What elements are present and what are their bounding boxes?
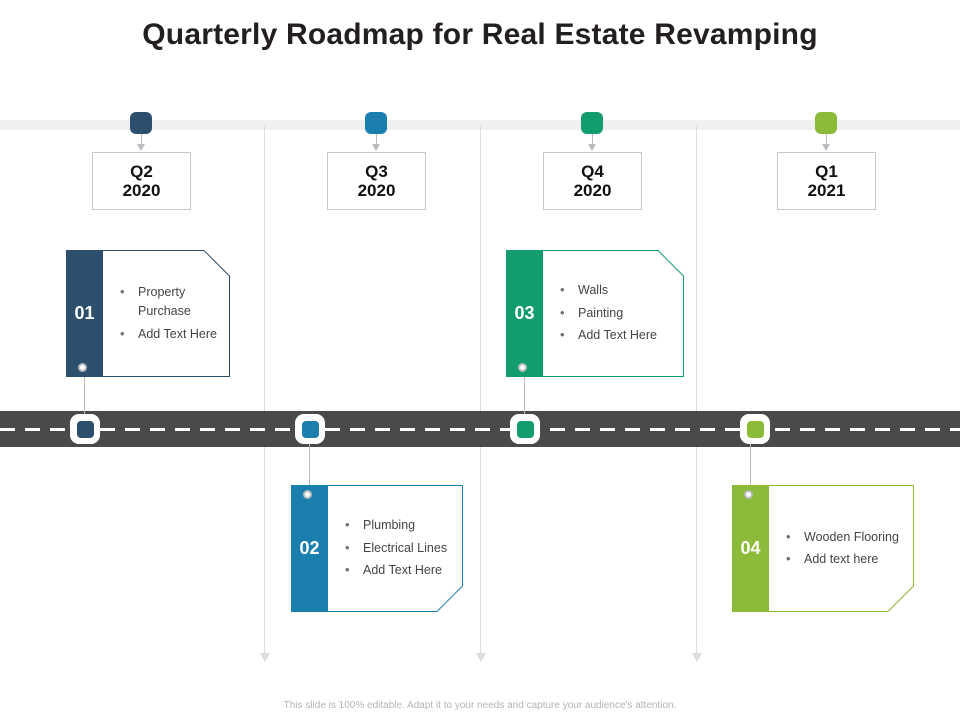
card-connector-dot-04: [744, 490, 753, 499]
quarter-arrow-line-1: [141, 134, 142, 146]
list-item: Property Purchase: [116, 282, 220, 322]
quarter-marker-q1-2021[interactable]: [815, 112, 837, 134]
card-number-label: 02: [299, 538, 320, 558]
list-item: Add text here: [782, 549, 904, 570]
quarter-arrow-line-2: [376, 134, 377, 146]
quarter-year-label: 2021: [807, 181, 846, 200]
quarter-year-label: 2020: [122, 181, 161, 200]
card-bullet-list-03: WallsPaintingAdd Text Here: [556, 250, 674, 377]
milestone-card-02[interactable]: 02 PlumbingElectrical LinesAdd Text Here: [291, 485, 463, 612]
road-node-swatch-icon: [76, 420, 94, 438]
card-number-bar-01: 01: [66, 250, 103, 377]
card-number-label: 01: [74, 303, 95, 323]
top-grey-band: [0, 120, 960, 130]
milestone-card-04[interactable]: 04 Wooden FlooringAdd text here: [732, 485, 914, 612]
quarter-arrow-head-2: [372, 144, 380, 151]
page-title: Quarterly Roadmap for Real Estate Revamp…: [142, 18, 818, 51]
divider-arrow-2: [476, 653, 486, 662]
divider-line-2: [480, 126, 481, 653]
quarter-arrow-line-3: [592, 134, 593, 146]
divider-line-1: [264, 126, 265, 653]
quarter-arrow-head-3: [588, 144, 596, 151]
road-center-dashes: [0, 428, 960, 431]
list-item: Plumbing: [341, 515, 453, 536]
card-number-bar-02: 02: [291, 485, 328, 612]
quarter-arrow-head-1: [137, 144, 145, 151]
card-connector-line-01: [84, 371, 85, 415]
quarter-arrow-head-4: [822, 144, 830, 151]
road-node-swatch-icon: [746, 420, 764, 438]
quarter-year-label: 2020: [573, 181, 612, 200]
list-item: Add Text Here: [341, 560, 453, 581]
footer-note: This slide is 100% editable. Adapt it to…: [283, 700, 677, 711]
list-item: Add Text Here: [556, 325, 674, 346]
road-node-3[interactable]: [510, 414, 540, 444]
list-item: Wooden Flooring: [782, 527, 904, 548]
divider-arrow-3: [692, 653, 702, 662]
quarter-marker-q2-2020[interactable]: [130, 112, 152, 134]
card-bullet-list-04: Wooden FlooringAdd text here: [782, 485, 904, 612]
divider-arrow-1: [260, 653, 270, 662]
list-item: Add Text Here: [116, 324, 220, 345]
road-node-4[interactable]: [740, 414, 770, 444]
card-bullet-list-02: PlumbingElectrical LinesAdd Text Here: [341, 485, 453, 612]
card-connector-dot-02: [303, 490, 312, 499]
quarter-label: Q4: [581, 161, 604, 181]
card-connector-line-03: [524, 371, 525, 415]
divider-line-3: [696, 126, 697, 653]
card-number-label: 03: [514, 303, 535, 323]
card-connector-dot-01: [78, 363, 87, 372]
quarter-label: Q1: [815, 161, 838, 181]
list-item: Painting: [556, 303, 674, 324]
road-node-1[interactable]: [70, 414, 100, 444]
quarter-label: Q2: [130, 161, 153, 181]
road-node-swatch-icon: [516, 420, 534, 438]
card-bullet-list-01: Property PurchaseAdd Text Here: [116, 250, 220, 377]
quarter-marker-q3-2020[interactable]: [365, 112, 387, 134]
list-item: Walls: [556, 280, 674, 301]
card-number-label: 04: [740, 538, 761, 558]
timeline-road: [0, 411, 960, 447]
card-connector-dot-03: [518, 363, 527, 372]
quarter-year-label: 2020: [357, 181, 396, 200]
quarter-label: Q3: [365, 161, 388, 181]
quarter-arrow-line-4: [826, 134, 827, 146]
list-item: Electrical Lines: [341, 538, 453, 559]
card-connector-line-04: [750, 443, 751, 494]
milestone-card-03[interactable]: 03 WallsPaintingAdd Text Here: [506, 250, 684, 377]
quarter-marker-q4-2020[interactable]: [581, 112, 603, 134]
card-connector-line-02: [309, 443, 310, 494]
milestone-card-01[interactable]: 01 Property PurchaseAdd Text Here: [66, 250, 230, 377]
road-node-2[interactable]: [295, 414, 325, 444]
card-number-bar-03: 03: [506, 250, 543, 377]
card-number-bar-04: 04: [732, 485, 769, 612]
road-node-swatch-icon: [301, 420, 319, 438]
